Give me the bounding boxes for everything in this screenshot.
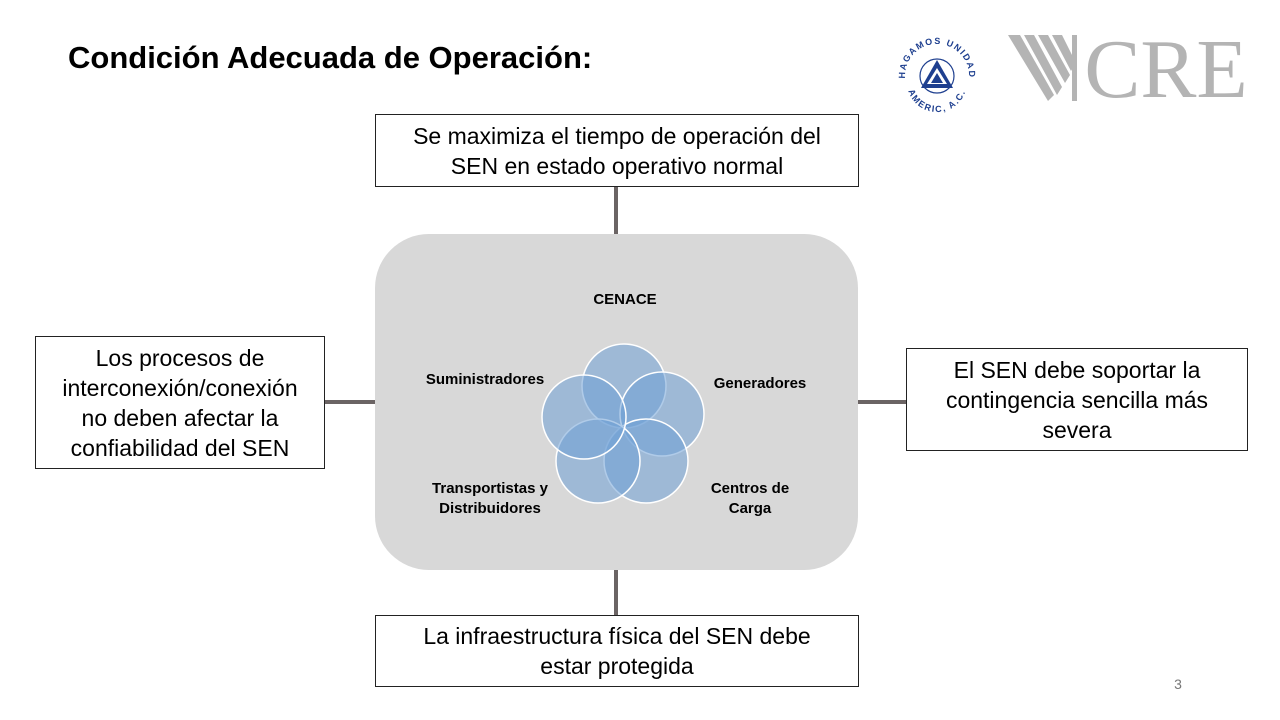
box-bottom: La infraestructura física del SEN debe e… — [375, 615, 859, 687]
connector-top — [614, 187, 618, 235]
label-centros-carga: Centros de Carga — [710, 480, 790, 517]
hagamos-unidad-logo: HAGAMOS UNIDAD AMERIC, A.C. — [897, 36, 976, 115]
box-left-text: Los procesos de interconexión/conexión n… — [62, 344, 298, 461]
label-suministradores: Suministradores — [425, 371, 545, 388]
box-left: Los procesos de interconexión/conexión n… — [35, 336, 325, 469]
connector-bottom — [614, 570, 618, 615]
box-right: El SEN debe soportar la contingencia sen… — [906, 348, 1248, 451]
connector-left — [325, 400, 376, 404]
label-generadores: Generadores — [713, 375, 807, 392]
connector-right — [857, 400, 906, 404]
box-top-text: Se maximiza el tiempo de operación del S… — [413, 122, 821, 179]
cre-logo-text: CRE — [1084, 35, 1247, 101]
venn-circle-left — [541, 374, 627, 460]
box-right-text: El SEN debe soportar la contingencia sen… — [945, 356, 1209, 443]
page-number: 3 — [1174, 676, 1182, 692]
box-top: Se maximiza el tiempo de operación del S… — [375, 114, 859, 187]
label-cenace: CENACE — [593, 291, 657, 308]
venn-diagram — [541, 343, 705, 504]
cre-logo: CRE — [1008, 35, 1248, 101]
label-transportistas: Transportistas y Distribuidores — [432, 480, 548, 517]
svg-text:AMERIC, A.C.: AMERIC, A.C. — [906, 88, 967, 115]
slide-title: Condición Adecuada de Operación: — [68, 40, 593, 75]
logo-text-bottom: AMERIC, A.C. — [906, 88, 966, 115]
box-bottom-text: La infraestructura física del SEN debe e… — [423, 623, 811, 679]
